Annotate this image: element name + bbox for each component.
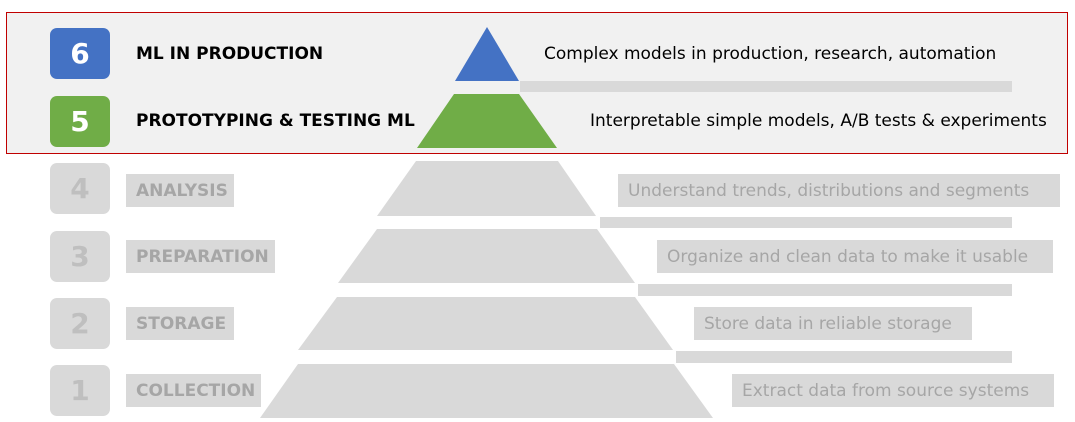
pyramid-layer-6: [455, 27, 519, 81]
level-badge: 3: [50, 231, 110, 282]
level-title: PROTOTYPING & TESTING ML: [136, 111, 415, 131]
level-description: Extract data from source systems: [732, 374, 1054, 407]
level-title: COLLECTION: [126, 374, 261, 407]
level-title: ML IN PRODUCTION: [136, 44, 324, 64]
level-title: ANALYSIS: [126, 174, 234, 207]
level-title: PREPARATION: [126, 240, 275, 273]
connector-bar-4: [600, 217, 1012, 228]
level-badge: 5: [50, 96, 110, 147]
level-description: Understand trends, distributions and seg…: [618, 174, 1060, 207]
connector-bar-2: [676, 351, 1012, 363]
pyramid-layer-3: [338, 229, 635, 283]
connector-bar-3: [638, 284, 1012, 296]
level-badge: 2: [50, 298, 110, 349]
level-badge: 1: [50, 365, 110, 416]
level-badge: 4: [50, 163, 110, 214]
pyramid-layer-4: [377, 161, 596, 216]
level-badge: 6: [50, 28, 110, 79]
level-title: STORAGE: [126, 307, 234, 340]
connector-bar-6: [520, 81, 1012, 92]
pyramid-layer-5: [417, 94, 557, 148]
level-description: Interpretable simple models, A/B tests &…: [590, 111, 1047, 131]
level-description: Organize and clean data to make it usabl…: [657, 240, 1053, 273]
level-description: Store data in reliable storage: [694, 307, 972, 340]
level-description: Complex models in production, research, …: [544, 44, 997, 64]
pyramid-layer-1: [260, 364, 713, 418]
pyramid-layer-2: [298, 297, 673, 350]
